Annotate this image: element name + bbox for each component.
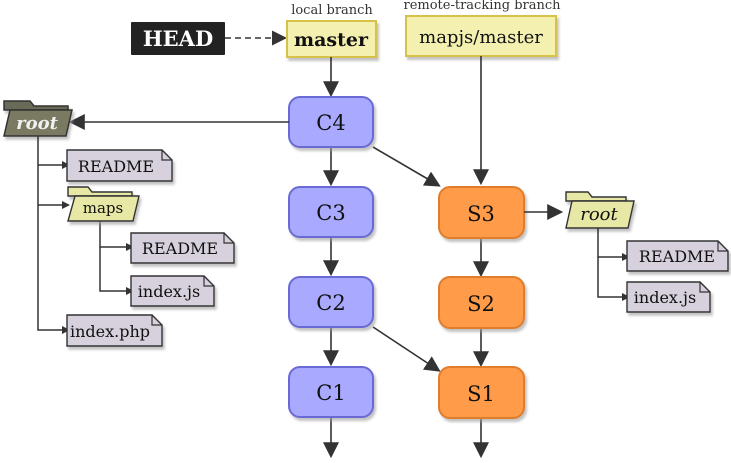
commit-c1-box (288, 366, 374, 418)
commit-s2-label: S2 (467, 292, 495, 316)
right-root-folder-body (565, 200, 635, 229)
right-index-js-label: index.js (634, 288, 696, 307)
left-maps-folder (67, 186, 140, 222)
right-index-js-file (626, 281, 711, 313)
left-maps-index-js-label: index.js (138, 282, 200, 301)
right-root-folder-label: root (580, 204, 618, 225)
left-root-folder (3, 100, 73, 137)
commit-s1-label: S1 (467, 382, 495, 406)
right-readme-file (626, 240, 729, 272)
commit-c2-label: C2 (316, 291, 345, 315)
remote-master-branch-label: mapjs/master (419, 27, 543, 48)
remote-commits (438, 186, 525, 419)
left-index-php-label: index.php (70, 322, 150, 341)
left-maps-label: maps (83, 199, 123, 217)
head-ref: HEAD (131, 22, 225, 55)
left-readme-file-shape (66, 149, 173, 182)
left-readme-label: README (78, 157, 154, 176)
commit-s3-label: S3 (467, 202, 495, 226)
commit-c4-label: C4 (316, 111, 345, 135)
master-branch-label: master (294, 29, 369, 51)
right-readme-label: README (639, 247, 715, 266)
left-index-php-file (66, 314, 163, 347)
left-tree-arrowheads (62, 161, 134, 334)
left-tree-connectors (37, 136, 126, 331)
left-root-folder-body (3, 109, 73, 137)
c2-to-s1-arrow (372, 326, 441, 372)
head-ref-box (131, 22, 225, 55)
commit-s2-box (438, 276, 525, 329)
remote-tracking-branch-label: remote-tracking branch (403, 0, 561, 13)
left-maps-readme-file (130, 232, 235, 264)
commit-s1-box (438, 366, 525, 419)
master-branch-box (286, 20, 377, 58)
commit-c3-label: C3 (316, 201, 345, 225)
local-branch-label: local branch (291, 3, 373, 18)
right-tree-arrowheads (622, 253, 630, 301)
right-tree-connectors (597, 228, 622, 298)
commit-c2-box (288, 276, 374, 328)
commit-c1-label: C1 (316, 381, 345, 405)
head-ref-label: HEAD (143, 26, 213, 51)
left-root-folder-label: root (16, 113, 58, 134)
right-root-folder (565, 191, 635, 229)
master-branch (286, 20, 377, 58)
left-maps-readme-label: README (142, 239, 218, 258)
left-maps-index-js-file (130, 275, 215, 307)
left-readme-file (66, 149, 173, 182)
left-root-folder-tab (3, 100, 69, 111)
commit-c3-box (288, 186, 374, 238)
local-commits (288, 96, 374, 418)
c4-to-s3-arrow (372, 146, 441, 187)
left-maps-folder-body (67, 195, 140, 222)
